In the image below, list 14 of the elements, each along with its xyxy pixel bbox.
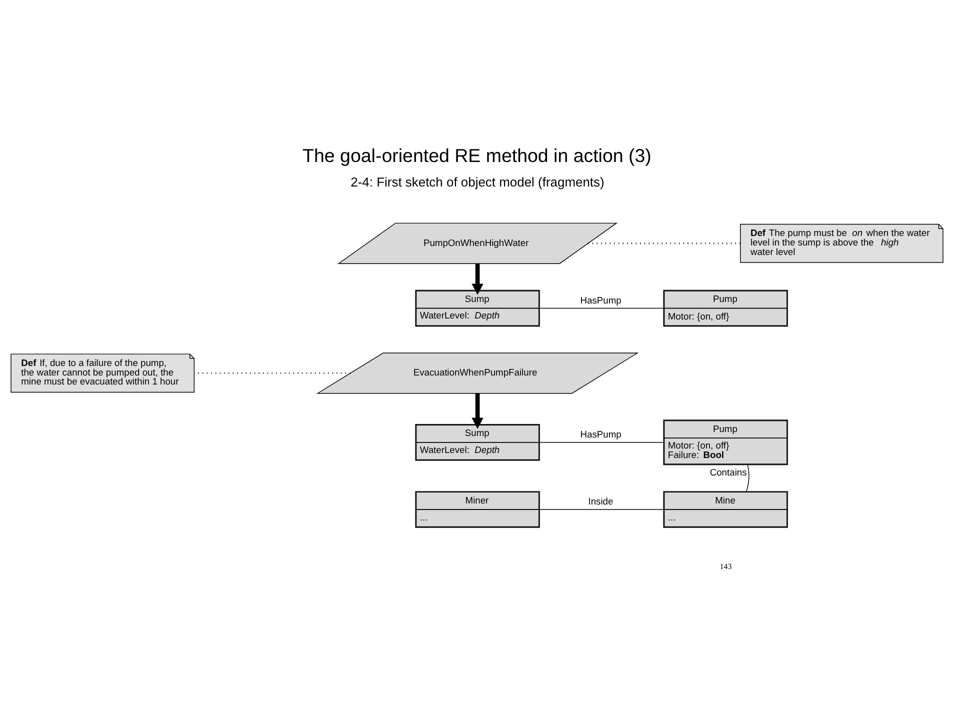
edge-label: Contains: [710, 468, 747, 478]
connector: [588, 242, 740, 244]
edge-label: HasPump: [580, 430, 622, 440]
label: 2-4: First sketch of object model (fragments): [350, 174, 604, 190]
arrow: [472, 394, 484, 429]
connector: [539, 509, 664, 510]
edge-label: HasPump: [580, 296, 622, 306]
connector: [746, 464, 750, 492]
arrow: [472, 264, 484, 295]
label: 143: [720, 562, 732, 572]
connector: [539, 442, 664, 443]
diagram-title: The goal-oriented RE method in action (3): [302, 144, 652, 166]
edge-label: Inside: [588, 496, 614, 507]
connector: [539, 308, 664, 309]
